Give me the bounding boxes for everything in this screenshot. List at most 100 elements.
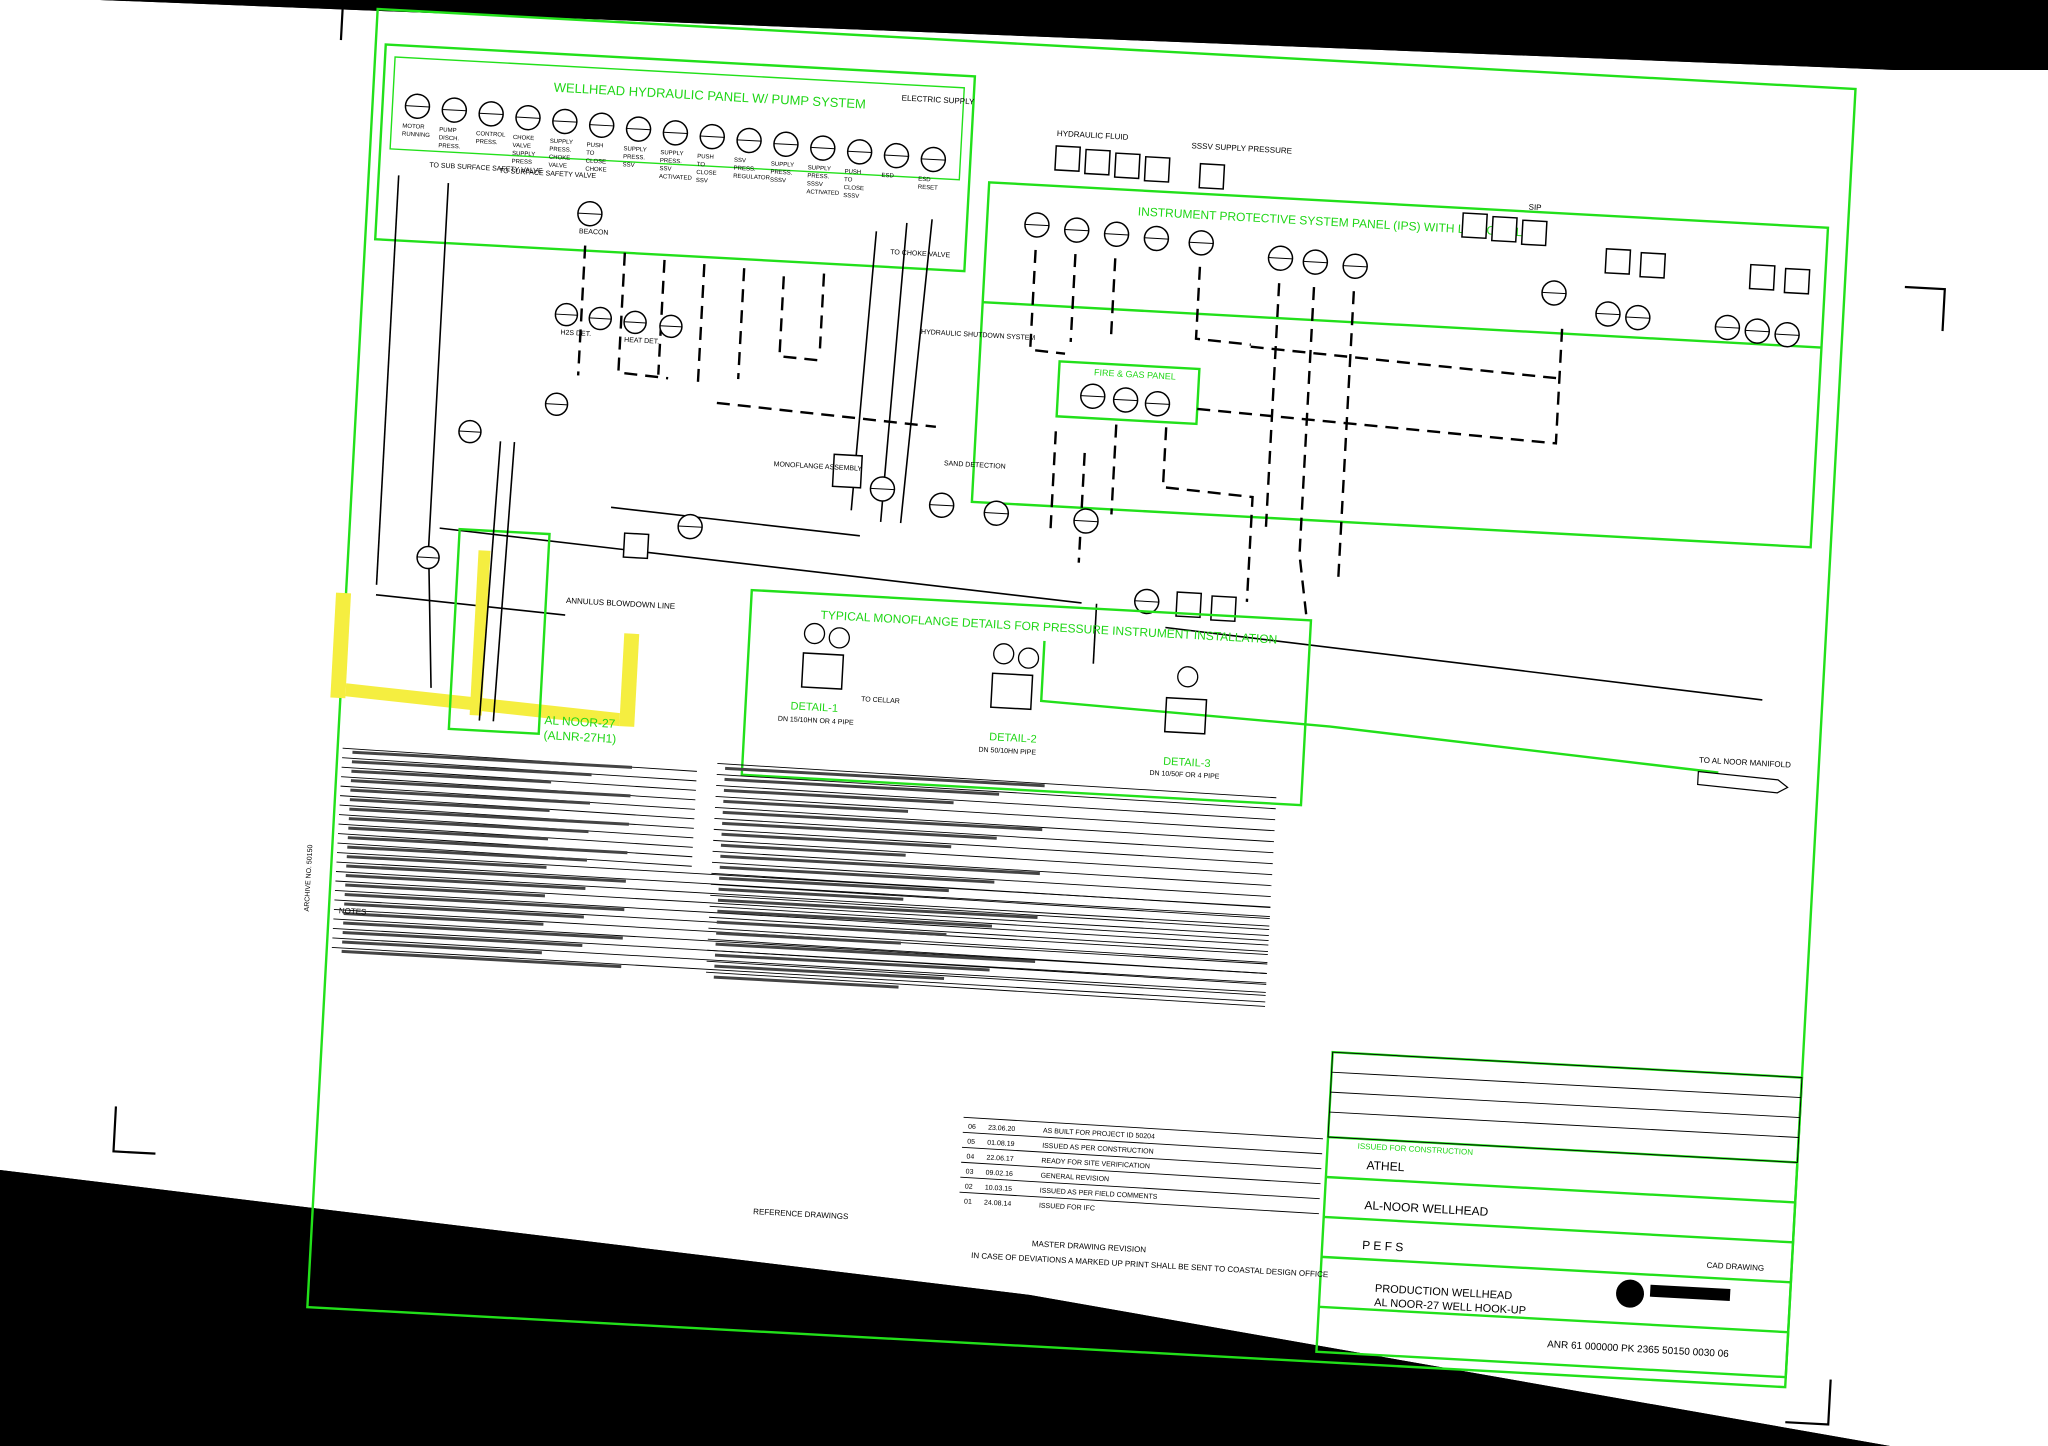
revision-description: ISSUED FOR IFC (1039, 1203, 1095, 1213)
revision-number: 05 (967, 1139, 975, 1146)
project-name: AL-NOOR WELLHEAD (1364, 1198, 1489, 1219)
indicator-label: PRESS. (733, 166, 756, 173)
fire-gas-panel (1055, 360, 1201, 426)
indicator-label: SSSV (770, 177, 786, 184)
revision-date: 24.08.14 (984, 1200, 1012, 1208)
revision-number: 01 (964, 1198, 972, 1205)
hydraulic-fluid-label: HYDRAULIC FLUID (1057, 129, 1129, 142)
fire-gas-panel-title: FIRE & GAS PANEL (1094, 367, 1176, 381)
detail-3-sub: DN 10/50F OR 4 PIPE (1149, 770, 1220, 781)
indicator-label: CLOSE (696, 170, 717, 177)
indicator-label: RESET (918, 185, 939, 192)
well-name: AL NOOR-27 (544, 713, 616, 731)
indicator-label: SUPPLY (771, 161, 795, 168)
sip-label: SIP (1528, 203, 1541, 213)
detail-1-sub: DN 15/10HN OR 4 PIPE (778, 716, 854, 727)
wellhead-indicators (404, 93, 947, 173)
notes-table (331, 747, 1277, 1007)
h2s-label: H2S DET. (560, 329, 591, 338)
ips-instruments (1024, 212, 1800, 348)
client-name: ATHEL (1366, 1158, 1405, 1174)
monoflange-details (740, 588, 1313, 807)
well-id: (ALNR-27H1) (543, 728, 616, 746)
detail-2: DETAIL-2 (989, 731, 1037, 746)
indicator-label: REGULATOR (733, 174, 771, 182)
to-cellar-label: TO CELLAR (861, 696, 900, 705)
revision-date: 10.03.15 (985, 1185, 1013, 1193)
indicator-label: SUPPLY (512, 151, 536, 158)
revision-number: 06 (968, 1124, 976, 1131)
indicator-label: ACTIVATED (806, 189, 840, 197)
indicator-label: PRESS. (549, 147, 572, 154)
indicator-label: ACTIVATED (659, 174, 693, 182)
drawing-content: WELLHEAD HYDRAULIC PANEL W/ PUMP SYSTEM … (112, 0, 1946, 1426)
indicator-label: RUNNING (402, 132, 431, 140)
indicator-label: CHOKE (513, 135, 535, 142)
indicator-label: ESD (918, 177, 931, 184)
revision-date: 01.08.19 (987, 1140, 1015, 1148)
indicator-label: PRESS (511, 159, 532, 166)
indicator-label: SSV (696, 178, 708, 185)
indicator-label: VALVE (512, 143, 531, 150)
well-instruments (416, 201, 1160, 615)
indicator-label: SSV (622, 162, 634, 169)
choke-label: TO CHOKE VALVE (890, 249, 951, 259)
indicator-label: CHOKE (585, 166, 607, 173)
indicator-label: SUPPLY (808, 165, 832, 172)
detail-1: DETAIL-1 (790, 700, 838, 715)
cellar (330, 441, 640, 736)
indicator-label: SUPPLY (550, 139, 574, 146)
signal-lines (576, 245, 1564, 616)
indicator-label: PUMP (439, 127, 457, 134)
side-note: ARCHIVE NO. 50150 (304, 844, 315, 911)
indicator-label: PRESS. (770, 169, 793, 176)
indicator-label: PRESS. (438, 143, 461, 150)
indicator-label: DISCH. (439, 135, 460, 142)
indicator-label: PRESS. (475, 139, 498, 146)
indicator-label: SSV (734, 158, 746, 165)
notes-title: NOTES (339, 906, 367, 916)
indicator-label: SUPPLY (623, 146, 647, 153)
field-square-instruments (1054, 145, 1811, 295)
beacon-label: BEACON (579, 228, 609, 237)
wellhead-indicator-labels: MOTORRUNNINGPUMPDISCH.PRESS.CONTROLPRESS… (402, 124, 939, 200)
ips-panel (970, 181, 1830, 549)
heat-label: HEAT DET. (624, 337, 660, 346)
indicator-label: PUSH (586, 143, 603, 150)
revision-number: 03 (965, 1169, 973, 1176)
revision-description: GENERAL REVISION (1040, 1173, 1109, 1184)
indicator-label: CONTROL (476, 131, 506, 139)
revision-number: 02 (965, 1183, 973, 1190)
revision-number: 04 (966, 1154, 974, 1161)
indicator-label: SUPPLY (660, 150, 684, 157)
facility-name: P E F S (1362, 1238, 1404, 1254)
indicator-label: MOTOR (402, 124, 425, 131)
detail-sketches (800, 622, 1208, 735)
detail-3: DETAIL-3 (1163, 756, 1211, 771)
sand-label: SAND DETECTION (944, 460, 1006, 470)
indicator-label: PRESS. (660, 158, 683, 165)
indicator-label: TO (586, 150, 595, 156)
indicator-label: SSV (659, 166, 671, 173)
detail-2-sub: DN 50/10HN PIPE (978, 747, 1036, 757)
title-block (1315, 1050, 1804, 1379)
wellhead-panel (373, 43, 977, 273)
indicator-label: PUSH (844, 169, 861, 176)
indicator-label: ESD (881, 173, 894, 180)
electric-supply-label: ELECTRIC SUPPLY (901, 93, 975, 106)
indicator-label: CLOSE (586, 158, 607, 165)
indicator-label: CLOSE (844, 185, 865, 192)
revision-date: 23.06.20 (988, 1125, 1016, 1133)
indicator-label: TO (697, 162, 706, 168)
flowline (1039, 640, 1719, 774)
revision-date: 22.06.17 (986, 1155, 1014, 1163)
revision-date: 09.02.16 (985, 1170, 1013, 1178)
indicator-label: SSSV (807, 181, 823, 188)
indicator-label: PUSH (697, 154, 714, 161)
monoflange-label: MONOFLANGE ASSEMBLY (773, 461, 862, 473)
indicator-label: CHOKE (549, 155, 571, 162)
indicator-label: SSSV (843, 193, 859, 200)
indicator-label: PRESS. (807, 173, 830, 180)
